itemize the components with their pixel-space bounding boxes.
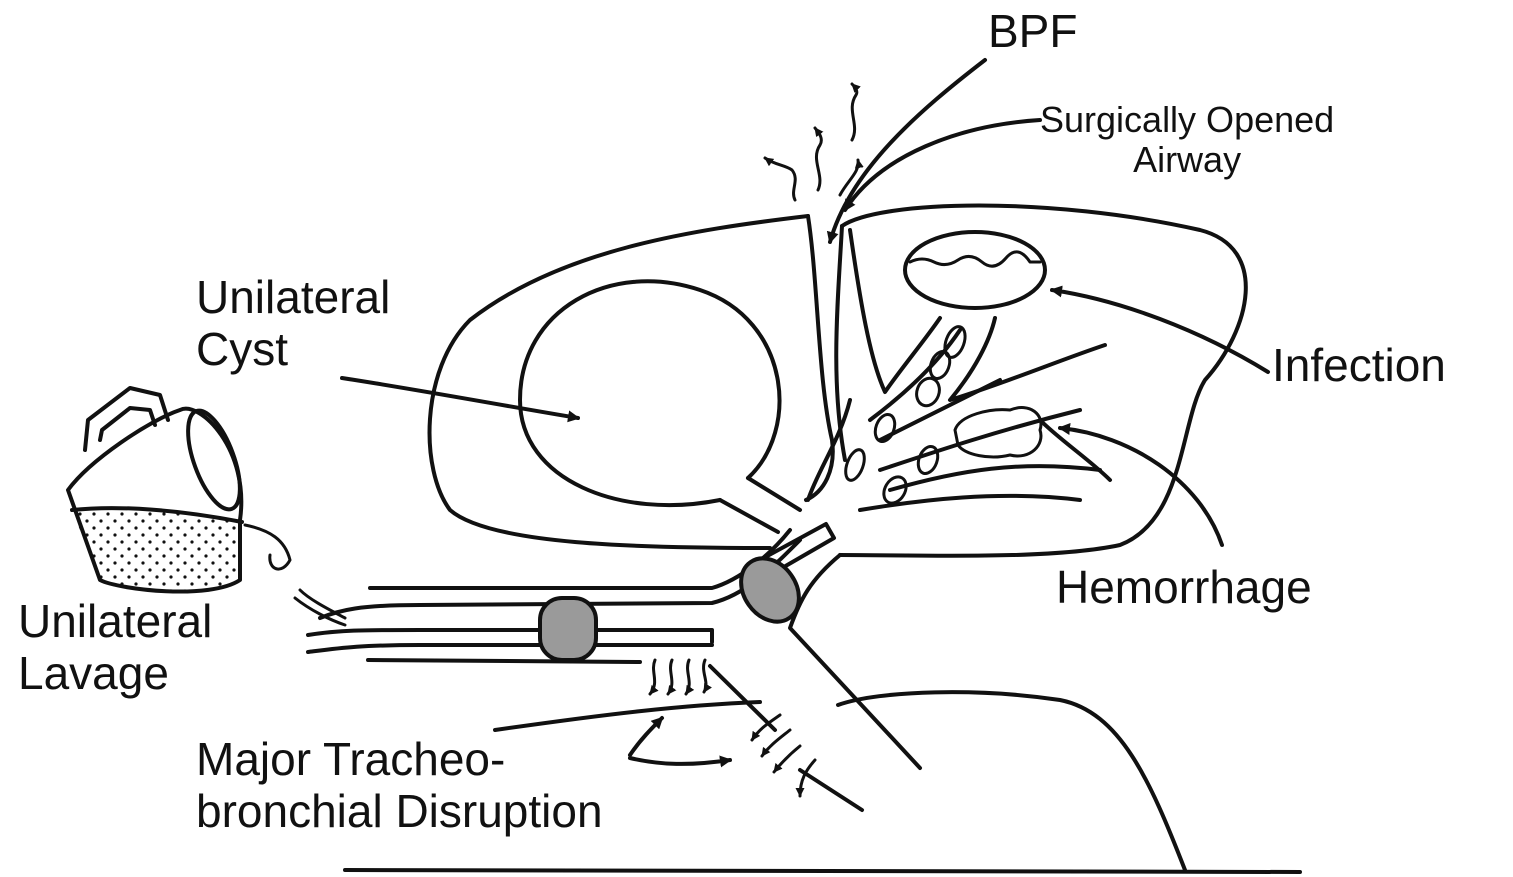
- pouring-stream: [245, 525, 345, 625]
- upper-lobe-fissure-2: [950, 318, 1105, 400]
- lavage-label-line2: Lavage: [18, 648, 212, 700]
- airway-secretions: [842, 324, 969, 507]
- double-lumen-tube-outer-bottom: [308, 630, 712, 642]
- disruption-label: Major Tracheo- bronchial Disruption: [196, 734, 603, 837]
- bpf-label: BPF: [988, 6, 1077, 58]
- surgical-airway-label-line1: Surgically Opened: [1040, 100, 1334, 140]
- cyst-label-line1: Unilateral: [196, 272, 390, 324]
- upper-lobe-fissure: [850, 230, 940, 392]
- surgical-airway-arrow: [845, 120, 1040, 210]
- infection-abscess: [905, 232, 1045, 308]
- disruption-label-line1: Major Tracheo-: [196, 734, 603, 786]
- trachea-wall-lower: [368, 660, 640, 662]
- lavage-label-line1: Unilateral: [18, 596, 212, 648]
- cyst-stalk: [720, 478, 800, 532]
- escaping-air-arrows: [765, 84, 858, 200]
- chest-wall-line: [495, 702, 760, 730]
- cyst-label: Unilateral Cyst: [196, 272, 390, 375]
- main-bronchus-right-wall: [790, 555, 920, 768]
- base-line: [345, 870, 1300, 872]
- cyst-arrow: [342, 378, 578, 418]
- disruption-label-line2: bronchial Disruption: [196, 786, 603, 838]
- cyst-label-line2: Cyst: [196, 324, 390, 376]
- surgical-airway-label: Surgically Opened Airway: [1040, 100, 1334, 181]
- abscess-fluid-level: [910, 252, 1040, 266]
- infection-label: Infection: [1272, 340, 1446, 392]
- tracheal-cuff: [540, 598, 596, 660]
- cyst-circle: [520, 281, 779, 505]
- pitcher-liquid: [72, 508, 240, 592]
- trachea-wall-upper: [370, 530, 790, 588]
- lavage-label: Unilateral Lavage: [18, 596, 212, 699]
- diaphragm-curve: [838, 692, 1185, 870]
- disruption-arrow-right: [630, 758, 730, 764]
- pitcher-rim: [177, 404, 250, 515]
- hemorrhage-label: Hemorrhage: [1056, 562, 1312, 614]
- disruption-arrow-up: [630, 718, 662, 755]
- hemorrhage-arrow: [1060, 428, 1222, 545]
- surgical-airway-label-line2: Airway: [1040, 140, 1334, 180]
- leak-arrows: [650, 660, 815, 796]
- double-lumen-tube-lumen-2: [308, 645, 712, 652]
- main-bronchus-lower-wall: [710, 666, 775, 730]
- main-bronchus-lower-wall-2: [800, 770, 862, 810]
